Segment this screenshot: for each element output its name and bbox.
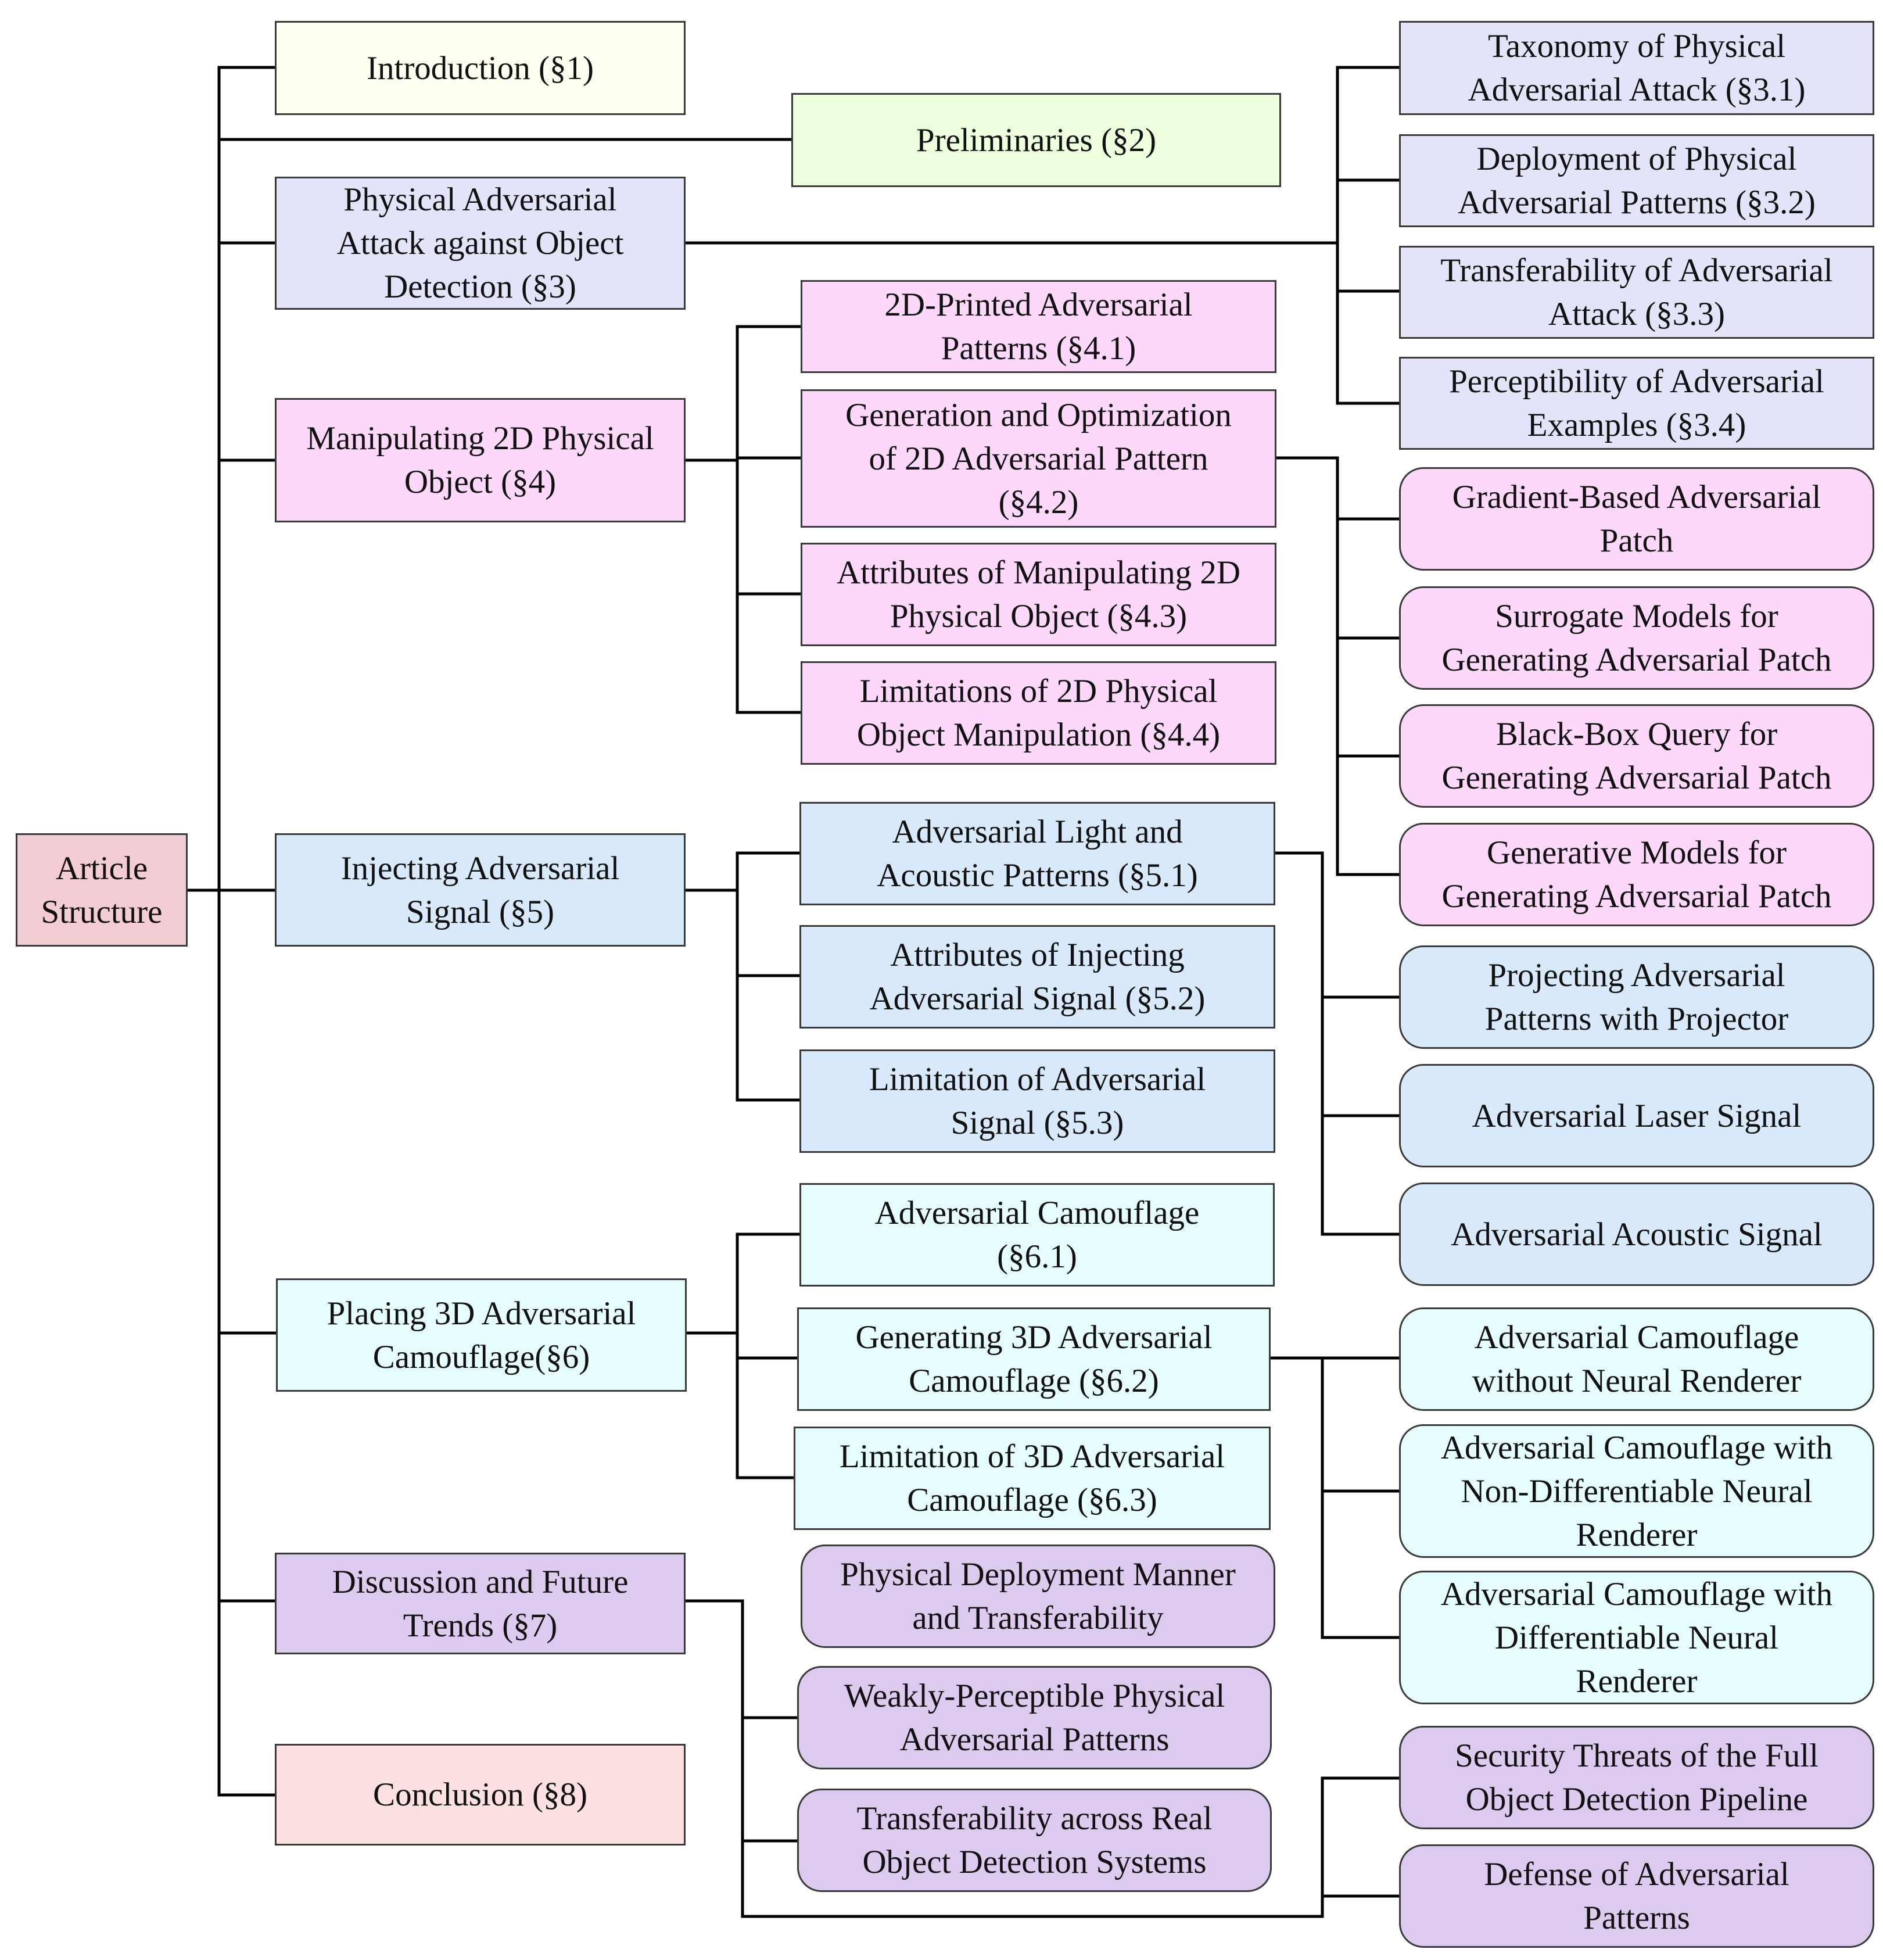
node-5-method-acoustic: Adversarial Acoustic Signal <box>1399 1183 1874 1286</box>
node-4-3: Attributes of Manipulating 2D Physical O… <box>801 543 1276 646</box>
node-6-method-differentiable: Adversarial Camouflage with Differentiab… <box>1399 1571 1874 1704</box>
node-3-4: Perceptibility of Adversarial Examples (… <box>1399 357 1874 450</box>
node-5-3: Limitation of Adversarial Signal (§5.3) <box>799 1049 1275 1153</box>
node-4-2-method-surrogate: Surrogate Models for Generating Adversar… <box>1399 586 1874 690</box>
node-4-2: Generation and Optimization of 2D Advers… <box>801 389 1276 528</box>
node-introduction: Introduction (§1) <box>275 21 686 115</box>
node-physical-adversarial-attack: Physical Adversarial Attack against Obje… <box>275 177 686 310</box>
node-7-topic-defense: Defense of Adversarial Patterns <box>1399 1844 1874 1948</box>
node-5-2: Attributes of Injecting Adversarial Sign… <box>799 925 1275 1029</box>
node-7-topic-weakly-perceptible: Weakly-Perceptible Physical Adversarial … <box>797 1666 1272 1769</box>
node-5-1: Adversarial Light and Acoustic Patterns … <box>799 802 1275 905</box>
node-3-1: Taxonomy of Physical Adversarial Attack … <box>1399 21 1874 115</box>
node-4-2-method-generative: Generative Models for Generating Adversa… <box>1399 823 1874 926</box>
node-7-topic-transferability: Transferability across Real Object Detec… <box>797 1789 1272 1892</box>
node-6-1: Adversarial Camouflage (§6.1) <box>799 1183 1275 1287</box>
root-article-structure: Article Structure <box>16 833 188 947</box>
node-3-2: Deployment of Physical Adversarial Patte… <box>1399 134 1874 227</box>
node-7-topic-security-threats: Security Threats of the Full Object Dete… <box>1399 1726 1874 1829</box>
node-4-2-method-blackbox: Black-Box Query for Generating Adversari… <box>1399 704 1874 808</box>
node-preliminaries: Preliminaries (§2) <box>791 93 1281 187</box>
node-injecting-signal: Injecting Adversarial Signal (§5) <box>275 833 686 947</box>
node-4-2-method-gradient: Gradient-Based Adversarial Patch <box>1399 467 1874 571</box>
node-4-1: 2D-Printed Adversarial Patterns (§4.1) <box>801 280 1276 373</box>
node-4-4: Limitations of 2D Physical Object Manipu… <box>801 661 1276 765</box>
node-6-method-non-differentiable: Adversarial Camouflage with Non-Differen… <box>1399 1424 1874 1558</box>
node-manipulating-2d: Manipulating 2D Physical Object (§4) <box>275 398 686 522</box>
node-7-topic-deployment: Physical Deployment Manner and Transfera… <box>801 1545 1275 1648</box>
node-3-3: Transferability of Adversarial Attack (§… <box>1399 246 1874 339</box>
node-placing-3d: Placing 3D Adversarial Camouflage(§6) <box>276 1278 687 1392</box>
node-conclusion: Conclusion (§8) <box>275 1744 686 1846</box>
node-5-method-laser: Adversarial Laser Signal <box>1399 1064 1874 1167</box>
node-6-2: Generating 3D Adversarial Camouflage (§6… <box>797 1307 1271 1411</box>
node-5-method-projector: Projecting Adversarial Patterns with Pro… <box>1399 945 1874 1049</box>
node-6-3: Limitation of 3D Adversarial Camouflage … <box>794 1427 1271 1530</box>
node-6-method-without-renderer: Adversarial Camouflage without Neural Re… <box>1399 1307 1874 1411</box>
node-discussion: Discussion and Future Trends (§7) <box>275 1553 686 1654</box>
